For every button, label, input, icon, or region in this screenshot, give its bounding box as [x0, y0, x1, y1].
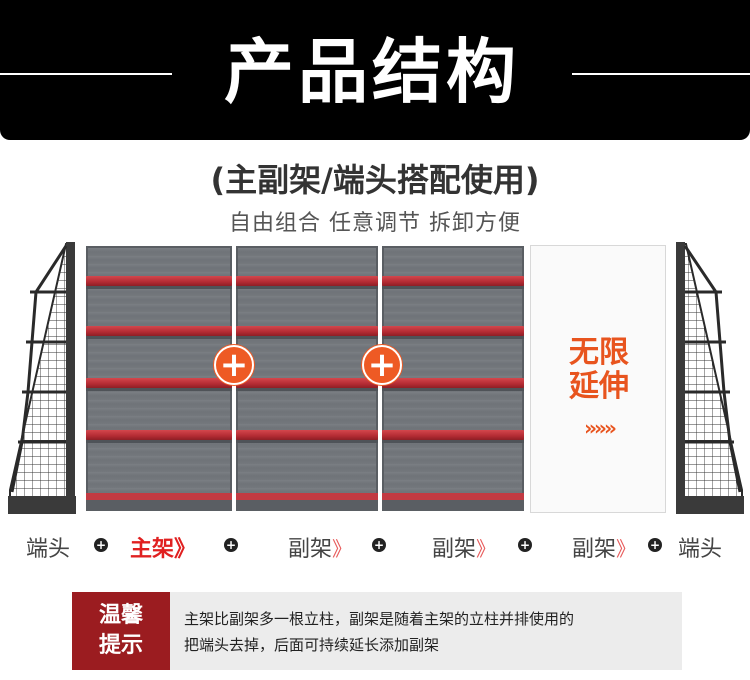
label-end-left: 端头 [26, 537, 71, 562]
plus-icon: + [372, 538, 386, 552]
plus-icon: + [518, 538, 532, 552]
plus-icon: + [214, 345, 254, 385]
chevron-right-icon: »»» [584, 416, 617, 440]
plus-icon: + [224, 538, 238, 552]
banner-divider-left [0, 73, 172, 75]
banner-divider-right [572, 73, 750, 75]
banner-title: 产品结构 [224, 31, 520, 113]
label-end-right: 端头 [678, 537, 723, 562]
sub-rack-2 [382, 246, 524, 511]
label-sub-3: 副架》 [572, 537, 637, 562]
header-banner: 产品结构 [0, 0, 750, 140]
sub-rack-1 [236, 246, 378, 511]
chevron-right-icon: 》 [616, 537, 637, 561]
extend-placeholder: 无限 延伸 »»» [530, 245, 666, 513]
tip-box [72, 592, 682, 670]
subtitle: (主副架/端头搭配使用) [210, 161, 540, 199]
chevron-right-icon: 》 [332, 537, 353, 561]
extend-text: 无限 延伸 [569, 335, 629, 404]
end-rack-right [676, 242, 744, 514]
plus-icon: + [362, 345, 402, 385]
chevron-right-icon: 》 [476, 537, 497, 561]
tip-text: 主架比副架多一根立柱，副架是随着主架的立柱并排使用的 把端头去掉，后面可持续延长… [184, 610, 575, 654]
shelf-illustration: + + 无限 延伸 »»» [0, 240, 750, 520]
plus-icon: + [648, 538, 662, 552]
component-labels: 端头 + 主架》 + 副架》 + 副架》 + 副架》 + 端头 [0, 527, 750, 567]
label-sub-1: 副架》 [288, 537, 353, 562]
label-sub-2: 副架》 [432, 537, 497, 562]
end-rack-left [8, 242, 76, 514]
tip-badge: 温馨 提示 [72, 592, 170, 670]
main-rack [86, 246, 232, 511]
plus-icon: + [94, 538, 108, 552]
label-main: 主架》 [130, 537, 197, 562]
tagline: 自由组合 任意调节 拆卸方便 [229, 211, 521, 236]
